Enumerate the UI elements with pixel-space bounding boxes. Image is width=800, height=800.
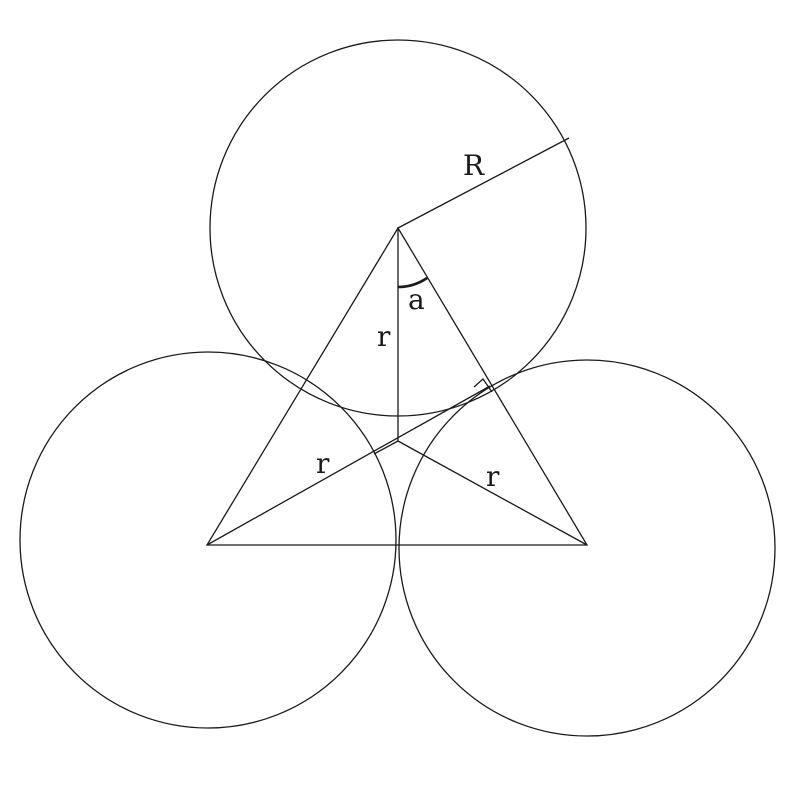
label-r-left: r: [316, 447, 330, 480]
big-radius-line: [397, 137, 570, 229]
left-to-foot-segment: [206, 385, 491, 546]
center-triangle: [205, 226, 589, 546]
right-r-segment: [397, 440, 588, 546]
bottom-left-circle: [19, 351, 397, 729]
label-r-vertical: r: [377, 320, 391, 353]
label-R: R: [463, 149, 485, 182]
right-angle-marker: [473, 378, 493, 393]
label-r-right: r: [486, 460, 500, 493]
angle-arc-marker: [397, 276, 428, 289]
inner-left-segment: [373, 440, 399, 455]
label-a: a: [408, 283, 425, 316]
bottom-right-circle: [398, 359, 776, 737]
